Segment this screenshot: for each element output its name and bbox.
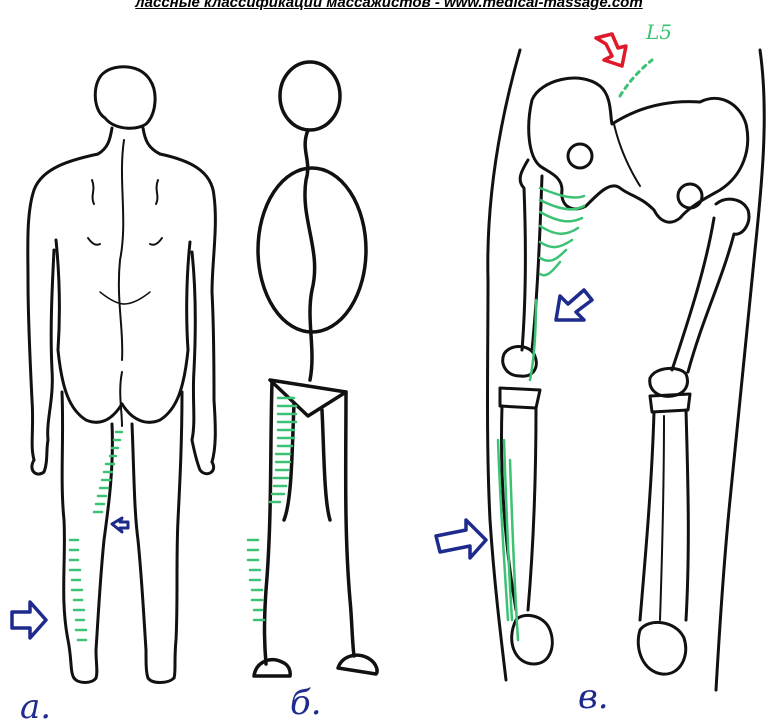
l5-dotted-path: [620, 60, 652, 96]
figure-a-pain-path: [70, 432, 122, 640]
figure-a-back-view: [28, 67, 216, 683]
arrow-right-outline-icon: [12, 602, 46, 638]
arrow-right-outline-icon: [112, 518, 128, 532]
figure-b-stick-figure: [254, 62, 377, 676]
panel-label-a: а.: [20, 690, 51, 724]
arrow-down-left-outline-icon: [556, 290, 592, 320]
panel-label-v: в.: [578, 680, 609, 714]
panel-label-b: б.: [290, 686, 322, 720]
arrow-down-outline-icon: [596, 34, 626, 66]
arrow-right-outline-icon: [436, 520, 486, 558]
l5-label: L5: [646, 20, 672, 44]
figure-c-skeleton: [488, 50, 765, 690]
